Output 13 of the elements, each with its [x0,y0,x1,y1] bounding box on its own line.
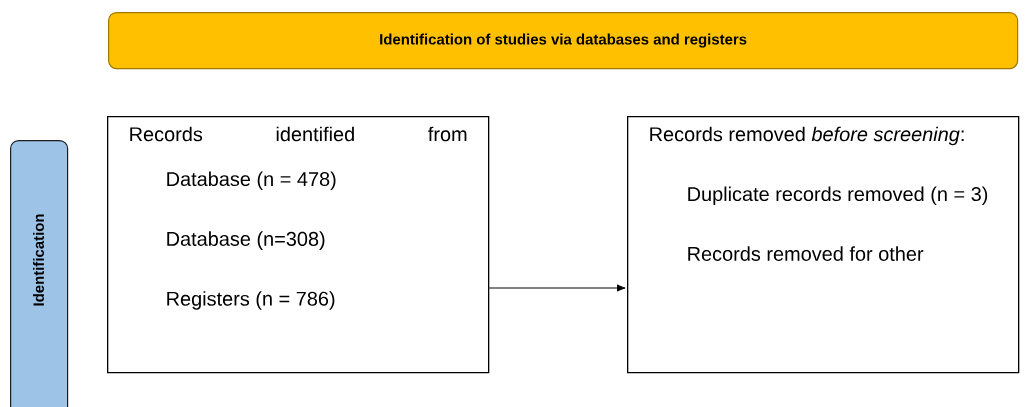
process-box [627,116,1020,374]
stage-label [10,140,69,407]
record-text: Records removed for other [688,246,924,261]
title-banner: Identification of studies via databases and registers [108,12,1019,70]
arrow [488,284,626,292]
process-box [107,116,490,374]
record-text: Records identified from [130,126,467,142]
stage-label-text: Identification [33,214,44,306]
record-text: Registers (n = 786) [167,291,335,310]
record-text: Database (n=308) [167,231,325,250]
record-text: Records removed before screening: [650,126,964,146]
record-text: Duplicate records removed (n = 3) [688,186,988,206]
record-text: Database (n = 478) [167,171,336,191]
